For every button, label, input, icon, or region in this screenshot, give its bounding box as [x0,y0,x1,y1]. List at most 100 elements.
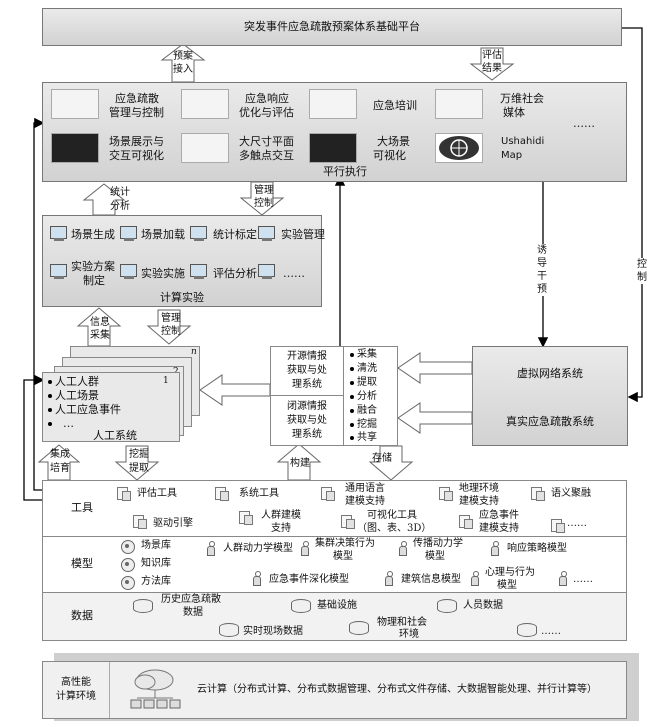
label-mgmt-control-1a: 管理 [254,185,274,196]
app-social-l1: 万维社会 [500,92,544,105]
tool-5: 语义聚融 [551,488,591,499]
exp-item-1: 场景生成 [71,228,115,241]
open-source-l3: 理系统 [292,379,322,390]
intel-step-6: 挖掘 [357,419,377,430]
platform-box: 突发事件应急疏散预案体系基础平台 [42,8,622,46]
document-icon [239,511,253,525]
artificial-item-3: 人工应急事件 [55,403,121,416]
data-1-l1: 历史应急疏散 [161,594,221,605]
bullet [350,409,354,413]
tools-more: …… [567,518,587,529]
globe-icon [439,136,479,160]
database-icon [517,623,537,637]
artificial-layer-1: 1 人工人群 人工场景 人工应急事件 … 人工系统 [42,372,180,442]
app-image-scene-display [51,133,99,163]
bullet [350,423,354,427]
exp-item-4: 实验管理 [281,228,325,241]
label-induce-intervene: 诱导干预 [537,244,551,296]
arrow-integrate [37,444,81,481]
person-icon [207,541,215,556]
library-icon [121,558,135,572]
model-3: 方法库 [141,576,171,587]
document-icon [531,487,545,501]
model-7: 响应策略模型 [507,543,567,554]
open-source-l1: 开源情报 [287,351,327,362]
intel-box: 开源情报 获取与处 理系统 闭源情报 获取与处 理系统 采集 清洗 提取 分析 … [270,346,398,446]
app-training-l1: 应急培训 [373,99,417,112]
arrow-eval-result [469,47,515,81]
document-icon [341,515,355,529]
exp-item-2: 场景加载 [141,228,185,241]
app-ushahidi-l1: Ushahidi [501,136,545,147]
model-10-l1: 心理与行为 [485,567,535,578]
computer-icon [257,264,277,280]
app-evac-mgmt-l2: 管理与控制 [109,106,164,119]
arrow-construct [276,443,322,481]
app-image-evac-mgmt [51,89,99,119]
data-4: 实时现场数据 [243,626,303,637]
model-6-l2: 模型 [425,551,445,562]
tool-2: 系统工具 [239,488,279,499]
database-icon [349,621,369,635]
label-plan-access-1: 预案 [173,51,193,62]
tool-8-l1: 可视化工具 [367,510,417,521]
person-icon [301,541,309,556]
model-5-l2: 模型 [333,551,353,562]
app-image-response [181,89,229,119]
tool-7-l1: 人群建模 [261,510,301,521]
app-image-training [309,89,357,119]
artificial-item-4: … [63,417,74,430]
label-parallel-exec: 平行执行 [323,165,367,178]
exp-item-3: 统计标定 [213,228,257,241]
data-label: 数据 [71,609,93,622]
virtual-network-system: 虚拟网络系统 [517,367,583,380]
label-mine-2: 提取 [129,463,149,474]
computer-icon [49,226,69,242]
document-icon [133,515,147,529]
computer-icon [119,226,139,242]
exp-item-7: 评估分析 [213,267,257,280]
bullet [48,422,52,426]
hpc-divider [109,662,110,718]
tools-label: 工具 [71,501,93,514]
label-eval-result-1: 评估 [482,50,502,61]
person-icon [399,541,407,556]
arrow-plan-access [160,43,206,83]
tool-3-l1: 通用语言 [345,483,385,494]
app-social-l2: 媒体 [503,106,525,119]
data-more: …… [541,626,561,637]
model-6-l1: 传播动力学 [413,538,463,549]
tool-7-l2: 支持 [271,523,291,534]
arrow-mgmt-control-2 [146,309,192,345]
intel-step-4: 分析 [357,391,377,402]
bullet [48,380,52,384]
app-scene-l2: 交互可视化 [109,149,164,162]
artificial-layer-n-index: n [191,347,197,357]
exp-item-5-l1: 实验方案 [71,260,115,273]
intel-divider [271,395,343,396]
applications-box: 应急疏散 管理与控制 应急响应 优化与评估 应急培训 万维社会 媒体 …… 场景… [42,82,627,182]
app-scene-l1: 场景展示与 [109,135,164,148]
person-icon [471,571,479,586]
document-icon [551,519,565,533]
document-icon [215,487,229,501]
closed-source-l2: 获取与处 [287,415,327,426]
arrow-real-to-intel [397,402,473,434]
cloud-computing-icon [130,669,181,709]
model-5-l1: 集群决策行为 [315,538,375,549]
layers-box: 工具 评估工具 系统工具 通用语言 建模支持 地理环境 建模支持 语义聚融 驱动… [42,480,627,641]
app-evac-mgmt-l1: 应急疏散 [115,92,159,105]
artificial-system-label: 人工系统 [93,429,137,442]
models-layer: 模型 场景库 知识库 方法库 人群动力学模型 集群决策行为 模型 传播动力学 模… [43,537,626,593]
artificial-item-2: 人工场景 [55,389,99,402]
exp-item-6: 实验实施 [141,267,185,280]
person-icon [385,571,393,586]
arrow-stats-analysis [82,183,126,216]
experiments-box: 场景生成 场景加载 统计标定 实验管理 实验方案 制定 实验实施 评估分析 ……… [42,215,325,307]
database-icon [133,599,153,613]
arrow-intel-to-artificial [199,374,271,406]
tool-4-l1: 地理环境 [459,483,499,494]
tool-6: 驱动引擎 [153,518,193,529]
arrow-store [368,445,414,481]
